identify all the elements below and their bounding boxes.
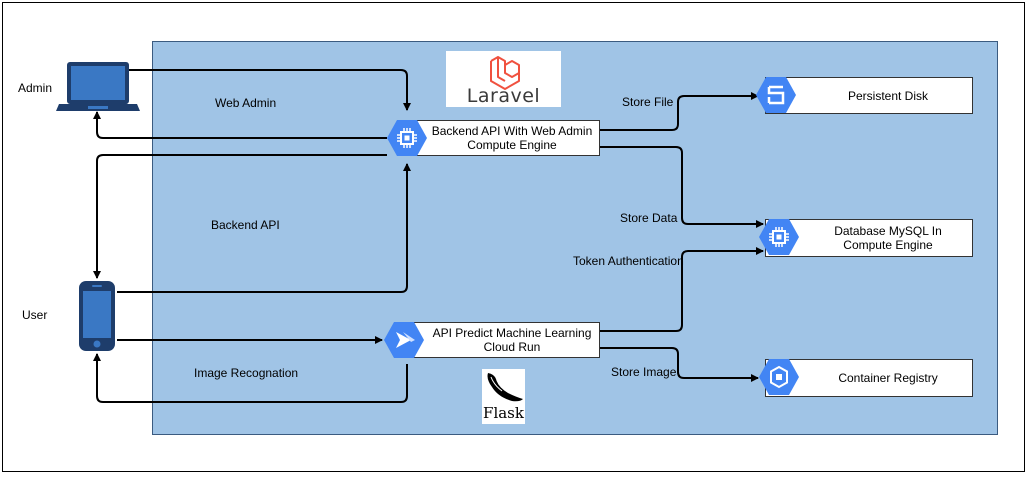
edge-predict-to-user xyxy=(93,353,408,403)
backend-api-subtitle: Compute Engine xyxy=(467,138,557,152)
container-registry-node[interactable]: Container Registry xyxy=(765,359,973,397)
edge-backend-to-user xyxy=(93,154,387,279)
flask-wordmark: Flask xyxy=(483,404,524,422)
edge-store-file xyxy=(600,92,759,131)
compute-engine-icon xyxy=(759,219,799,255)
container-registry-icon xyxy=(759,359,799,395)
database-node[interactable]: Database MySQL In Compute Engine xyxy=(765,219,973,257)
flask-logo: Flask xyxy=(482,369,525,424)
edge-label-store-file: Store File xyxy=(622,95,674,109)
laravel-mark-icon xyxy=(490,56,520,90)
persistent-disk-icon xyxy=(756,77,796,113)
laravel-logo: Laravel xyxy=(446,51,561,107)
edge-store-image xyxy=(600,347,759,382)
edge-label-backend-api: Backend API xyxy=(211,218,280,232)
laptop-icon xyxy=(56,62,140,111)
container-registry-title: Container Registry xyxy=(838,371,938,385)
edge-label-web-admin: Web Admin xyxy=(215,96,277,110)
api-predict-title: API Predict Machine Learning xyxy=(432,326,592,340)
edge-label-token-authentication: Token Authentication xyxy=(573,254,684,268)
api-predict-node[interactable]: API Predict Machine Learning Cloud Run xyxy=(402,322,600,358)
smartphone-icon xyxy=(79,281,115,351)
persistent-disk-node[interactable]: Persistent Disk xyxy=(765,77,973,114)
persistent-disk-title: Persistent Disk xyxy=(847,88,929,103)
edge-label-store-image: Store Image xyxy=(611,365,677,379)
database-subtitle: Compute Engine xyxy=(843,238,933,252)
api-predict-subtitle: Cloud Run xyxy=(483,340,541,354)
edge-token-auth xyxy=(600,247,764,332)
edge-user-to-backend xyxy=(117,163,411,293)
user-label: User xyxy=(22,308,48,322)
edge-label-image-recognation: Image Recognation xyxy=(194,366,299,380)
admin-label: Admin xyxy=(18,81,53,95)
database-title: Database MySQL In xyxy=(834,224,942,238)
cloud-run-icon xyxy=(384,322,424,358)
edge-store-data xyxy=(600,146,764,228)
compute-engine-icon xyxy=(387,120,427,156)
edge-admin-to-backend xyxy=(129,69,411,111)
laravel-wordmark: Laravel xyxy=(466,85,541,107)
edge-backend-to-admin xyxy=(93,111,387,139)
backend-api-node[interactable]: Backend API With Web Admin Compute Engin… xyxy=(402,120,600,156)
edge-label-store-data: Store Data xyxy=(620,211,678,225)
flask-horn-icon xyxy=(487,373,523,402)
backend-api-title: Backend API With Web Admin xyxy=(431,124,593,138)
